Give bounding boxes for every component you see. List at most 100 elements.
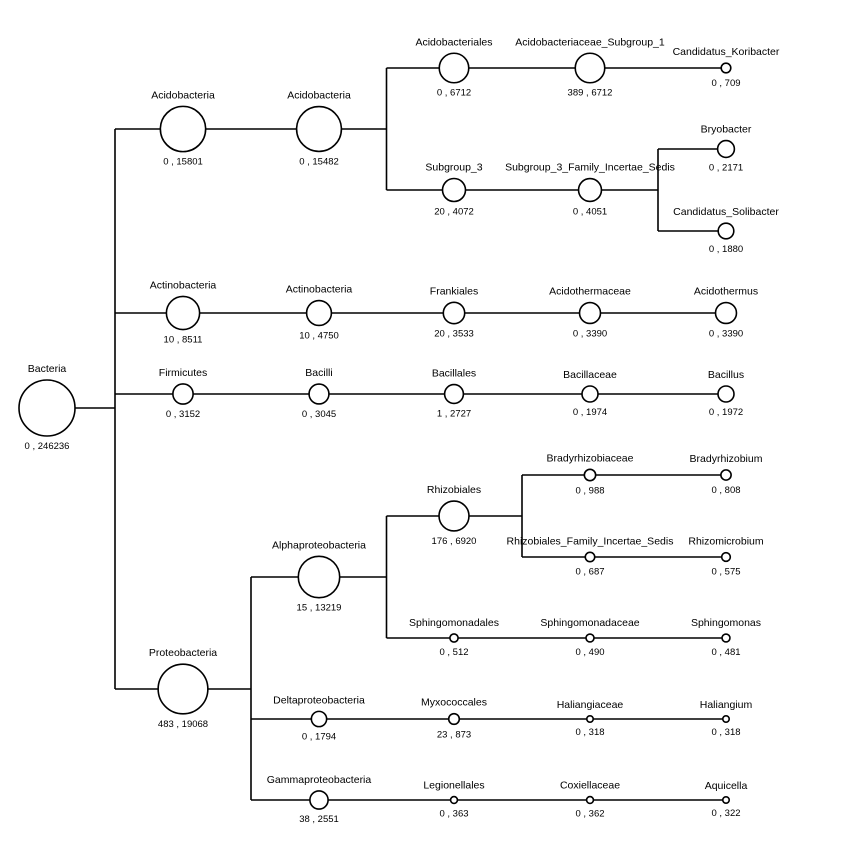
label-haliangium: Haliangium — [700, 699, 753, 711]
node-legionellales — [449, 795, 459, 805]
value-sphingomonas: 0 , 481 — [711, 647, 740, 658]
node-bacillus — [717, 385, 735, 403]
node-acidothermaceae — [578, 301, 602, 325]
value-candidatus-koribacter: 0 , 709 — [711, 78, 740, 89]
value-bacteria: 0 , 246236 — [25, 441, 70, 452]
value-bryobacter: 0 , 2171 — [709, 162, 743, 173]
node-bradyrhizobium — [720, 469, 732, 481]
label-actinobacteria-class: Actinobacteria — [286, 284, 353, 296]
label-actinobacteria-phylum: Actinobacteria — [150, 279, 217, 291]
value-gammaproteobacteria: 38 , 2551 — [299, 814, 339, 825]
node-actinobacteria-class — [305, 299, 333, 327]
value-bacillus: 0 , 1972 — [709, 407, 743, 418]
value-actinobacteria-phylum: 10 , 8511 — [164, 335, 203, 346]
tree-nodes — [18, 52, 738, 810]
node-sphingomonadaceae — [585, 633, 595, 643]
label-candidatus-koribacter: Candidatus_Koribacter — [673, 46, 780, 58]
label-aquicella: Aquicella — [705, 780, 748, 792]
node-myxococcales — [447, 712, 461, 726]
node-subgroup-3 — [441, 177, 467, 203]
value-actinobacteria-class: 10 , 4750 — [299, 330, 339, 341]
node-subgroup-3-family — [577, 177, 603, 203]
value-bacillaceae: 0 , 1974 — [573, 407, 607, 418]
label-proteobacteria: Proteobacteria — [149, 647, 217, 659]
value-subgroup-3: 20 , 4072 — [434, 206, 474, 217]
node-rhizomicrobium — [720, 551, 732, 563]
node-bacilli — [308, 383, 330, 405]
node-bacillales — [443, 383, 465, 405]
value-bacillales: 1 , 2727 — [437, 408, 471, 419]
node-coxiellaceae — [585, 795, 595, 805]
label-bradyrhizobiaceae: Bradyrhizobiaceae — [547, 452, 634, 464]
value-alphaproteobacteria: 15 , 13219 — [297, 603, 342, 614]
node-bacteria — [18, 379, 76, 437]
value-proteobacteria: 483 , 19068 — [158, 719, 208, 730]
value-legionellales: 0 , 363 — [439, 808, 468, 819]
label-sphingomonas: Sphingomonas — [691, 617, 761, 629]
label-firmicutes: Firmicutes — [159, 367, 207, 379]
value-acidothermaceae: 0 , 3390 — [573, 328, 607, 339]
value-deltaproteobacteria: 0 , 1794 — [302, 732, 336, 743]
label-coxiellaceae: Coxiellaceae — [560, 780, 620, 792]
label-subgroup-3: Subgroup_3 — [425, 162, 482, 174]
label-acidobacteria-phylum: Acidobacteria — [151, 89, 215, 101]
node-acidobacteriales — [438, 52, 470, 84]
value-bradyrhizobium: 0 , 808 — [711, 485, 740, 496]
value-aquicella: 0 , 322 — [711, 808, 740, 819]
value-acidobacteria-class: 0 , 15482 — [299, 156, 339, 167]
value-rhizomicrobium: 0 , 575 — [711, 566, 740, 577]
label-deltaproteobacteria: Deltaproteobacteria — [273, 694, 365, 706]
label-acidobacteria-class: Acidobacteria — [287, 90, 351, 102]
value-acidobacteriales: 0 , 6712 — [437, 88, 471, 99]
label-haliangiaceae: Haliangiaceae — [557, 699, 624, 711]
label-legionellales: Legionellales — [423, 780, 484, 792]
node-alphaproteobacteria — [297, 555, 341, 599]
node-haliangiaceae — [585, 714, 595, 724]
label-bacillaceae: Bacillaceae — [563, 369, 617, 381]
node-acidothermus — [714, 301, 738, 325]
node-gammaproteobacteria — [309, 790, 329, 810]
label-rhizobiales-family: Rhizobiales_Family_Incertae_Sedis — [507, 535, 674, 547]
label-alphaproteobacteria: Alphaproteobacteria — [272, 539, 366, 551]
node-sphingomonas — [721, 633, 731, 643]
value-acidobacteria-phylum: 0 , 15801 — [163, 157, 203, 168]
node-acidobacteria-phylum — [159, 105, 207, 153]
label-bradyrhizobium: Bradyrhizobium — [690, 453, 763, 465]
node-sphingomonadales — [449, 633, 459, 643]
value-myxococcales: 23 , 873 — [437, 729, 471, 740]
value-rhizobiales: 176 , 6920 — [432, 536, 477, 547]
node-rhizobiales-family — [584, 551, 596, 563]
node-acidobacteriaceae-subgroup-1 — [574, 52, 606, 84]
label-bacillus: Bacillus — [708, 369, 744, 381]
label-acidobacteriaceae-subgroup-1: Acidobacteriaceae_Subgroup_1 — [515, 36, 665, 48]
value-sphingomonadales: 0 , 512 — [439, 647, 468, 658]
node-bradyrhizobiaceae — [583, 468, 597, 482]
label-sphingomonadales: Sphingomonadales — [409, 617, 499, 629]
node-candidatus-koribacter — [720, 62, 732, 74]
value-frankiales: 20 , 3533 — [434, 329, 474, 340]
value-acidobacteriaceae-subgroup-1: 389 , 6712 — [568, 88, 613, 99]
value-haliangiaceae: 0 , 318 — [575, 727, 604, 738]
label-acidothermus: Acidothermus — [694, 286, 758, 298]
value-subgroup-3-family: 0 , 4051 — [573, 206, 607, 217]
value-acidothermus: 0 , 3390 — [709, 328, 743, 339]
value-sphingomonadaceae: 0 , 490 — [575, 647, 604, 658]
value-firmicutes: 0 , 3152 — [166, 409, 200, 420]
label-subgroup-3-family: Subgroup_3_Family_Incertae_Sedis — [505, 162, 675, 174]
node-rhizobiales — [438, 500, 470, 532]
label-bacteria: Bacteria — [28, 363, 67, 375]
node-candidatus-solibacter — [717, 222, 735, 240]
label-myxococcales: Myxococcales — [421, 697, 487, 709]
value-bradyrhizobiaceae: 0 , 988 — [575, 486, 604, 497]
node-bacillaceae — [581, 385, 599, 403]
node-firmicutes — [172, 383, 194, 405]
label-bacilli: Bacilli — [305, 367, 332, 379]
label-bacillales: Bacillales — [432, 368, 476, 380]
value-bacilli: 0 , 3045 — [302, 409, 336, 420]
node-deltaproteobacteria — [310, 710, 328, 728]
value-candidatus-solibacter: 0 , 1880 — [709, 244, 743, 255]
node-bryobacter — [716, 139, 736, 159]
node-haliangium — [721, 714, 731, 724]
tree-edges — [47, 67, 726, 801]
